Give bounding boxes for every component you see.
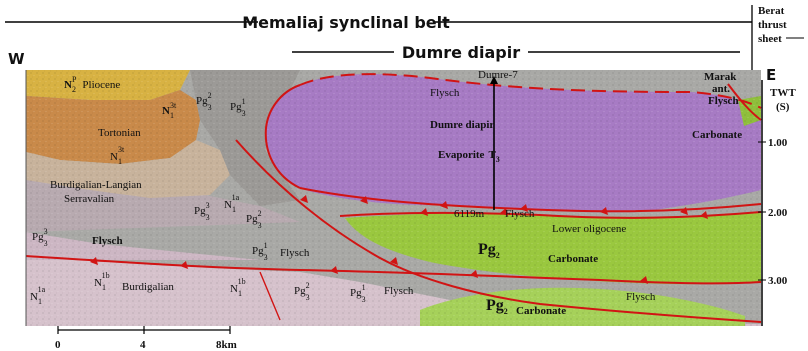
twt-tick-3: 3.00 — [768, 275, 788, 287]
label-flysch-east: Flysch — [708, 95, 739, 107]
label-carbonate-lower: Carbonate — [516, 305, 566, 317]
label-burdigalian-langian: Burdigalian-Langian — [50, 179, 142, 191]
twt-axis-title: TWT — [770, 87, 796, 99]
twt-tick-2: 2.00 — [768, 207, 788, 219]
label-flysch-lower-right: Flysch — [626, 291, 656, 303]
label-serravalian: Serravalian — [64, 193, 115, 205]
label-flysch-mid: Flysch — [280, 247, 310, 259]
label-burdigalian: Burdigalian — [122, 281, 174, 293]
label-flysch-left: Flysch — [92, 235, 123, 247]
belt-title: Memaliaj synclinal belt — [242, 13, 450, 32]
east-label: E — [766, 66, 776, 84]
scale-label-8km: 8km — [216, 339, 237, 351]
label-flysch-low: Flysch — [384, 285, 414, 297]
west-label: W — [8, 50, 25, 68]
diapir-title: Dumre diapir — [402, 43, 520, 62]
scale-bar: 0 4 8km — [55, 326, 237, 351]
twt-axis: TWT (S) 1.00 2.00 3.00 — [758, 80, 796, 326]
scale-label-4: 4 — [140, 339, 146, 351]
label-marak: Marak — [704, 71, 737, 83]
label-dumre-diapir: Dumre diapir — [430, 119, 494, 131]
thrust-sheet-label-1: Berat — [758, 5, 785, 17]
scale-label-0: 0 — [55, 339, 61, 351]
well-depth: 6119m — [454, 208, 485, 220]
thrust-sheet-label-2: thrust — [758, 19, 787, 31]
well-name: Dumre-7 — [478, 69, 518, 81]
label-carbonate-east: Carbonate — [692, 129, 742, 141]
label-carbonate-upper: Carbonate — [548, 253, 598, 265]
label-lower-oligocene: Lower oligocene — [552, 223, 626, 235]
twt-tick-1: 1.00 — [768, 137, 788, 149]
thrust-sheet-label-3: sheet — [758, 33, 782, 45]
label-ant: ant. — [712, 83, 730, 95]
twt-axis-unit: (S) — [776, 101, 790, 113]
label-flysch-center: Flysch — [505, 208, 535, 220]
label-flysch-diapir-top: Flysch — [430, 87, 460, 99]
label-tortonian: Tortonian — [98, 127, 141, 139]
